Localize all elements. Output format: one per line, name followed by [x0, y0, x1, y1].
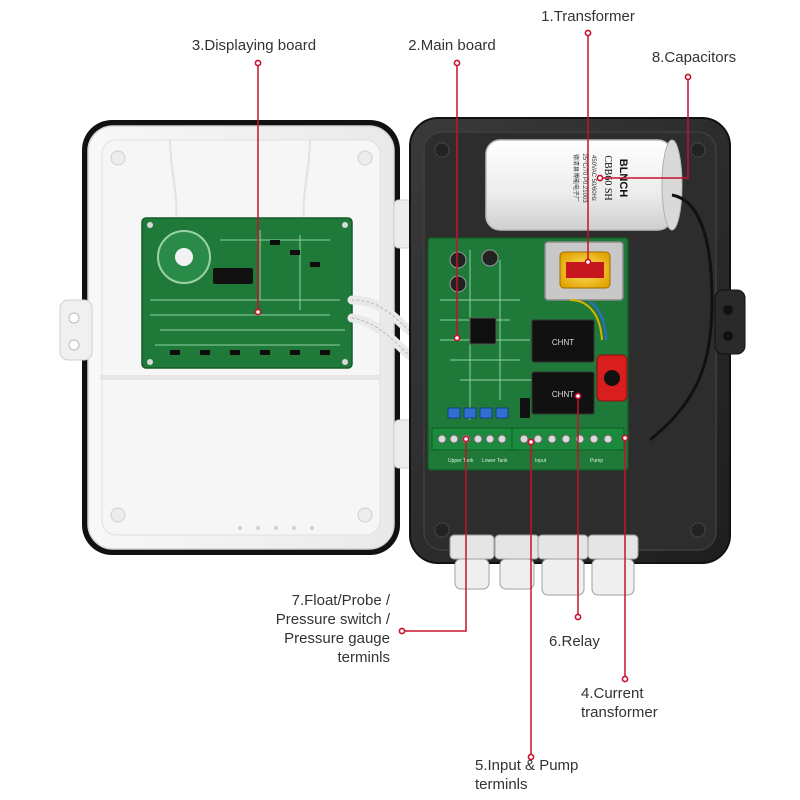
- label-capacitors: 8.Capacitors: [652, 48, 736, 67]
- label-displaying-board-text: 3.Displaying board: [191, 37, 317, 54]
- dip-switch: [520, 398, 530, 418]
- capacitor-rating: 450VAC 50/60Hz: [590, 155, 596, 201]
- label-current-transformer-line1: 4.Current: [581, 685, 644, 702]
- label-capacitors-text: 8.Capacitors: [651, 49, 737, 66]
- capacitor-body: [485, 139, 673, 231]
- screw-hole: [723, 331, 733, 341]
- label-current-transformer-line2: transformer: [581, 704, 658, 721]
- display-chip: [213, 268, 253, 284]
- screw-boss: [690, 522, 706, 538]
- terminal-strips: Upper Tank Lower Tank Input Pump: [431, 427, 625, 464]
- terminal-label-pump: Pump: [590, 458, 603, 464]
- label-float-probe: 7.Float/Probe / Pressure switch / Pressu…: [210, 591, 390, 667]
- transformer: [544, 241, 624, 301]
- label-transformer: 1.Transformer: [541, 7, 635, 26]
- relay-brand: CHNT: [552, 390, 574, 399]
- label-main-board-text: 2.Main board: [408, 37, 496, 54]
- leader-endpoints: [254, 29, 692, 761]
- terminal-label-upper: Upper Tank: [448, 458, 474, 464]
- pcb-traces: [150, 230, 345, 346]
- smd-parts: [170, 240, 330, 355]
- label-float-probe-line3: Pressure gauge: [284, 630, 390, 647]
- terminal-label-input: Input: [535, 458, 547, 464]
- displaying-board: [141, 217, 353, 369]
- capacitor-maker: 德清县博能电子厂: [572, 154, 580, 202]
- screw-boss: [110, 507, 126, 523]
- cover-rib: [100, 375, 380, 380]
- transformer-winding: [566, 262, 604, 278]
- screw-hole: [68, 312, 80, 324]
- mounting-ear: [59, 299, 93, 361]
- capacitor-wire: [649, 193, 714, 442]
- label-displaying-board: 3.Displaying board: [192, 36, 316, 55]
- current-transformer: [569, 299, 628, 402]
- buzzer-hole: [175, 248, 193, 266]
- label-input-pump-line2: terminls: [475, 776, 528, 793]
- ct-hole: [604, 370, 620, 386]
- terminal-label-lower: Lower Tank: [482, 458, 508, 464]
- label-float-probe-line4: terminls: [337, 649, 390, 666]
- leader-float-probe: [402, 439, 467, 632]
- screw-boss: [357, 507, 373, 523]
- label-transformer-text: 1.Transformer: [541, 8, 635, 25]
- screw-boss: [357, 150, 373, 166]
- screw-hole: [723, 305, 733, 315]
- screw-boss: [110, 150, 126, 166]
- leader-capacitors: [600, 77, 689, 179]
- label-current-transformer: 4.Current transformer: [581, 684, 658, 722]
- microcontroller-chip: [469, 317, 497, 345]
- relay-brand: CHNT: [552, 338, 574, 347]
- label-main-board: 2.Main board: [408, 36, 496, 55]
- pcb-pads: [147, 222, 348, 365]
- mounting-ear: [714, 289, 746, 355]
- label-float-probe-line2: Pressure switch /: [275, 611, 390, 628]
- screw-hole: [68, 339, 80, 351]
- screw-boss: [690, 142, 706, 158]
- screw-boss: [434, 142, 450, 158]
- terminal-screws: [519, 434, 613, 444]
- ct-wire: [569, 299, 603, 341]
- ct-wire: [589, 301, 607, 341]
- leader-lines: [257, 33, 689, 757]
- cover-dots: [238, 526, 314, 530]
- capacitor-spec: 25°C/70 P0.21003: [581, 153, 587, 203]
- label-input-pump-line1: 5.Input & Pump: [475, 757, 579, 774]
- label-relay: 6.Relay: [549, 632, 600, 651]
- label-float-probe-line1: 7.Float/Probe /: [291, 592, 390, 609]
- label-relay-text: 6.Relay: [549, 633, 600, 650]
- electrolytic-caps: [449, 249, 499, 293]
- blue-trimmers: [447, 407, 509, 419]
- relay-top: [531, 319, 595, 363]
- capacitor: BLNCH CBB60 SH 450VAC 50/60Hz 25°C/70 P0…: [485, 139, 714, 442]
- screw-boss: [434, 522, 450, 538]
- label-input-pump: 5.Input & Pump terminls: [475, 756, 578, 794]
- cable-glands: [449, 534, 639, 596]
- capacitor-end: [661, 139, 683, 231]
